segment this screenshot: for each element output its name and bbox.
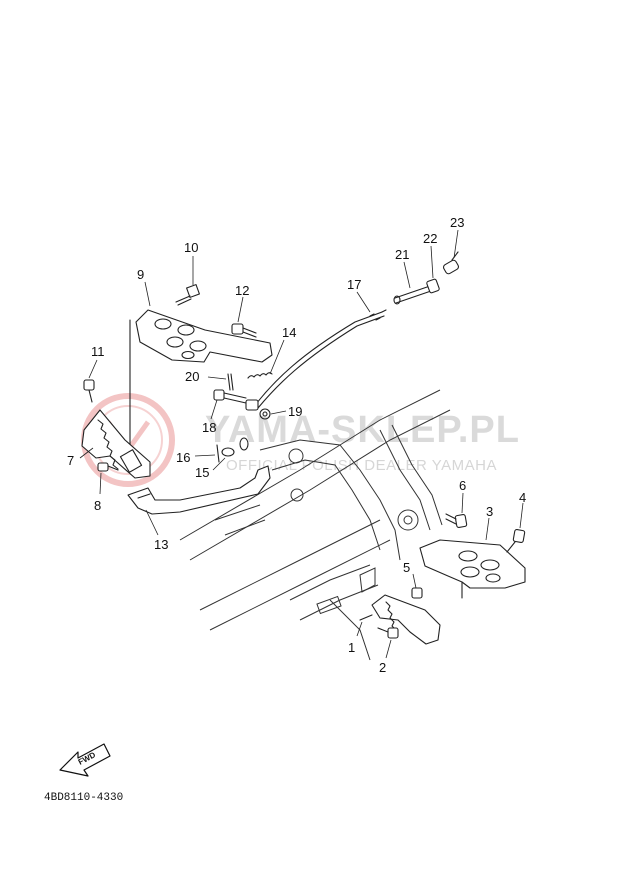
part-11-nut (83, 379, 95, 403)
callout-22: 22 (423, 231, 437, 246)
part-6-bolt (445, 513, 468, 529)
part-9-footrest-plate (129, 309, 273, 471)
callout-20: 20 (185, 369, 199, 384)
part-3-footrest-plate-right (419, 539, 526, 599)
part-17-brake-rod (255, 309, 387, 409)
part-16-pin (216, 444, 220, 463)
callout-12: 12 (235, 283, 249, 298)
part-7-footrest-left (81, 409, 151, 479)
callout-23: 23 (450, 215, 464, 230)
part-21-rod (393, 285, 432, 305)
drawing-code: 4BD8110-4330 (44, 792, 123, 804)
callout-15: 15 (195, 465, 209, 480)
callout-7: 7 (67, 453, 74, 468)
part-10-bolt (175, 284, 200, 306)
part-23-joint (442, 251, 460, 275)
part-15-collar (221, 437, 249, 457)
callout-13: 13 (154, 537, 168, 552)
callout-21: 21 (395, 247, 409, 262)
callout-5: 5 (403, 560, 410, 575)
callout-11: 11 (91, 344, 105, 359)
part-2-bolt (377, 627, 399, 639)
callout-14: 14 (282, 325, 296, 340)
brake-link (245, 399, 259, 411)
part-1-footrest-right (359, 594, 441, 645)
callout-9: 9 (137, 267, 144, 282)
part-12-bolt (231, 323, 257, 338)
callout-2: 2 (379, 660, 386, 675)
part-14-spring (247, 372, 273, 379)
part-5-nut (411, 587, 423, 599)
callout-19: 19 (288, 404, 302, 419)
callout-1: 1 (348, 640, 355, 655)
callout-10: 10 (184, 240, 198, 255)
callout-16: 16 (176, 450, 190, 465)
callout-8: 8 (94, 498, 101, 513)
part-4-bolt (506, 528, 526, 553)
part-13-brake-pedal (127, 465, 271, 515)
part-8-bolt (97, 462, 119, 472)
part-18-pin (213, 389, 247, 404)
watermark-sub-text: OFFICIAL POLISH DEALER YAMAHA (226, 457, 497, 474)
watermark: YAMA-SKLEP.PL OFFICIAL POLISH DEALER YAM… (81, 393, 520, 487)
callout-17: 17 (347, 277, 361, 292)
callout-4: 4 (519, 490, 526, 505)
part-19-washer (259, 408, 271, 420)
frame (179, 389, 451, 661)
part-20-cotter-pin (227, 373, 234, 391)
fwd-arrow-icon: FWD (59, 743, 111, 777)
callout-6: 6 (459, 478, 466, 493)
callout-18: 18 (202, 420, 216, 435)
part-22-nut (426, 278, 440, 294)
callout-3: 3 (486, 504, 493, 519)
callouts: 1 2 3 4 5 6 7 8 9 10 11 12 13 14 15 16 1… (67, 215, 526, 675)
watermark-main-text: YAMA-SKLEP.PL (205, 409, 520, 451)
